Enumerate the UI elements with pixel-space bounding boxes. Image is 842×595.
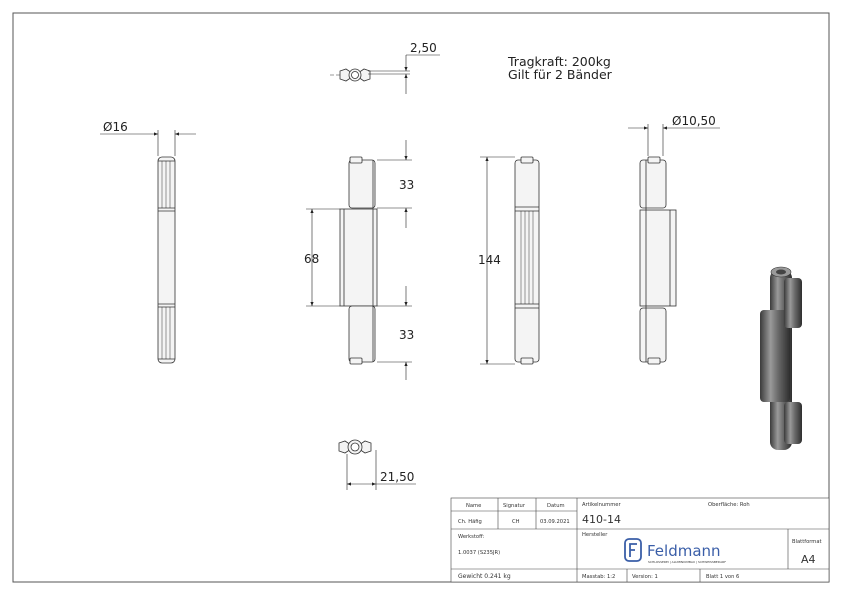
- top-view-bottom: [338, 439, 372, 455]
- dim-sections: [306, 140, 412, 380]
- right-side-view: [639, 156, 677, 365]
- dim-overall-length: [480, 156, 515, 365]
- tb-blatt: Blatt 1 von 6: [706, 574, 739, 580]
- tb-artikel-label: Artikelnummer: [582, 502, 621, 508]
- dim-diameter-left: [100, 130, 196, 156]
- tb-name-value: Ch. Häfig: [458, 519, 482, 525]
- tb-datum-label: Datum: [547, 503, 565, 509]
- tb-signatur-label: Signatur: [503, 503, 526, 509]
- tb-gewicht: Gewicht 0.241 kg: [458, 573, 511, 580]
- dim-middle-section-label: 68: [304, 252, 319, 266]
- dim-thickness-label: 2,50: [410, 41, 437, 55]
- tb-werkstoff-value: 1.0037 (S235JR): [458, 550, 500, 556]
- front-view: [339, 156, 378, 365]
- note-applies: Gilt für 2 Bänder: [508, 67, 613, 82]
- dim-overall-length-label: 144: [478, 253, 501, 267]
- dim-top-section-label: 33: [399, 178, 414, 192]
- tb-name-label: Name: [466, 503, 481, 509]
- tb-massstab: Masstab: 1:2: [582, 574, 615, 580]
- tb-oberflaeche: Oberfläche: Roh: [708, 502, 750, 508]
- tb-blattformat-value: A4: [801, 553, 816, 566]
- dim-wing-span: [346, 450, 416, 490]
- dim-wing-span-label: 21,50: [380, 470, 414, 484]
- dim-diameter-left-label: Ø16: [103, 120, 128, 134]
- feldmann-logo-icon: [624, 538, 642, 562]
- note-load: Tragkraft: 200kg: [507, 54, 611, 69]
- tb-datum-value: 03.09.2021: [540, 519, 570, 525]
- center-view: [514, 156, 540, 365]
- tb-signatur-value: CH: [512, 519, 520, 525]
- top-view-small: [330, 68, 371, 82]
- tb-logo-tagline: SCHLOSSEREI | ALUMINIUMBAU | SCHWEISSBED…: [648, 560, 726, 564]
- hinge-3d-render: [760, 266, 802, 450]
- tb-werkstoff-label: Werkstoff:: [458, 534, 485, 540]
- tb-version: Version: 1: [632, 574, 658, 580]
- sheet-border: [12, 12, 830, 583]
- tb-hersteller-label: Hersteller: [582, 532, 608, 538]
- dim-diameter-right-label: Ø10,50: [672, 114, 716, 128]
- dim-thickness: [368, 54, 440, 94]
- tb-blattformat-label: Blattformat: [792, 539, 822, 545]
- dim-bottom-section-label: 33: [399, 328, 414, 342]
- left-side-view: [157, 156, 176, 364]
- tb-artikel-value: 410-14: [582, 513, 621, 526]
- dim-diameter-right: [628, 124, 720, 156]
- tb-logo-text: Feldmann: [647, 542, 721, 560]
